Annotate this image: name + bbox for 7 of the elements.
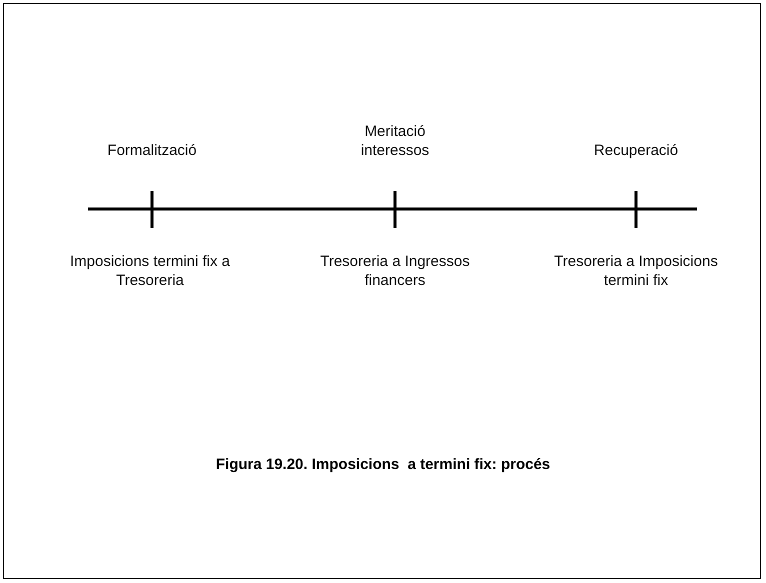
figure-caption: Figura 19.20. Imposicions a termini fix: procés — [214, 456, 552, 473]
stage-label: Meritació interessos — [360, 122, 430, 160]
stage-label: Recuperació — [592, 141, 680, 160]
entry-label: Imposicions termini fix a Tresoreria — [68, 252, 232, 290]
stage-label: Formalització — [106, 141, 198, 160]
entry-label: Tresoreria a Imposicions termini fix — [553, 252, 719, 290]
entry-label: Tresoreria a Ingressos financers — [319, 252, 471, 290]
